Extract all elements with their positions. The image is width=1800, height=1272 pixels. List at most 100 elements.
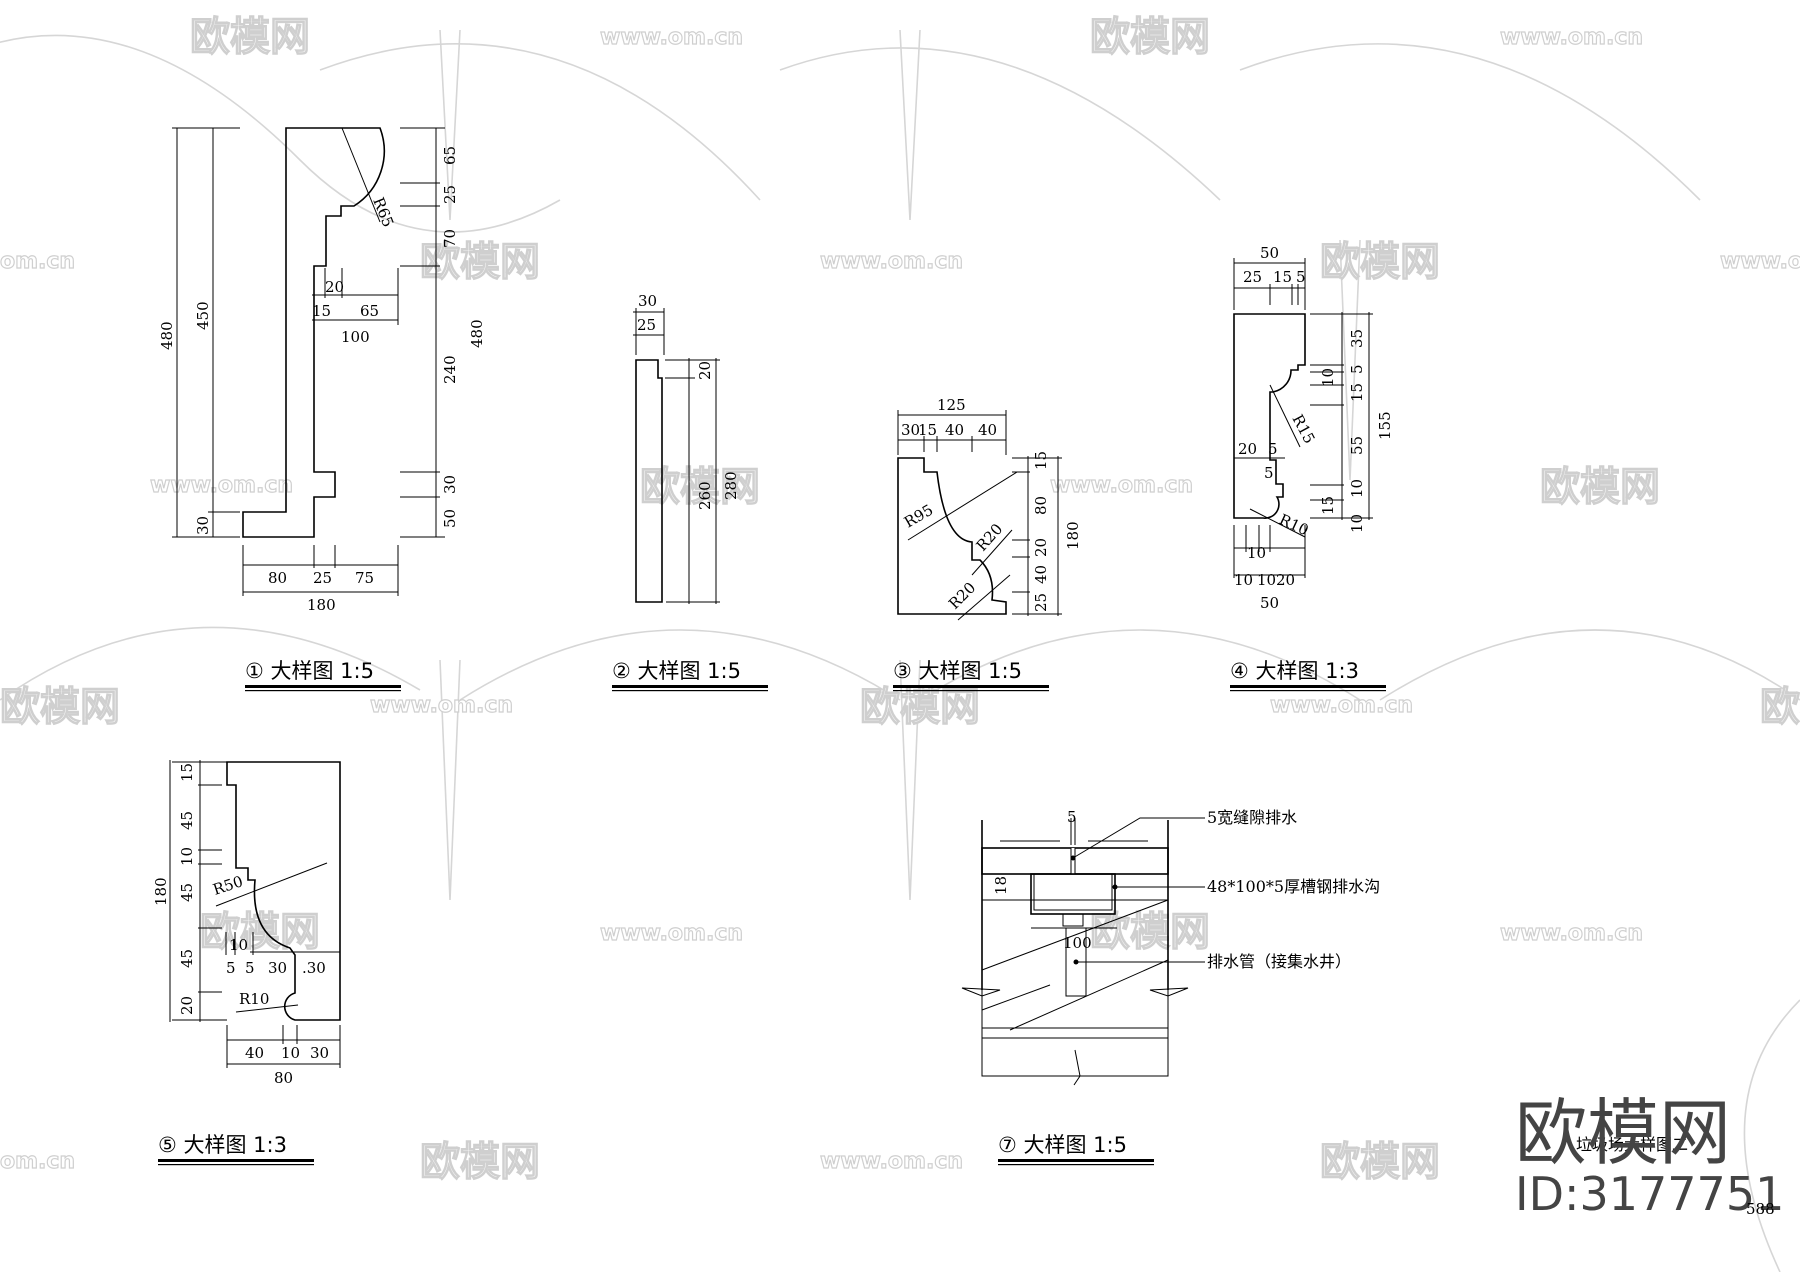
svg-text:10: 10 bbox=[178, 847, 196, 866]
svg-text:R95: R95 bbox=[901, 501, 936, 532]
svg-text:45: 45 bbox=[178, 883, 196, 902]
svg-text:20: 20 bbox=[696, 361, 714, 380]
svg-text:25: 25 bbox=[313, 569, 332, 587]
svg-text:5: 5 bbox=[1264, 464, 1274, 482]
svg-text:www.om.cn: www.om.cn bbox=[820, 1149, 963, 1174]
svg-text:25: 25 bbox=[1032, 593, 1050, 612]
svg-text:20: 20 bbox=[1238, 440, 1257, 458]
svg-text:100: 100 bbox=[1063, 934, 1092, 952]
svg-text:55: 55 bbox=[1348, 436, 1366, 455]
svg-text:10: 10 bbox=[1247, 544, 1266, 562]
detail-5: 15 45 10 45 45 20 180 R50 R10 10 5 5 30 … bbox=[152, 760, 341, 1166]
svg-text:45: 45 bbox=[178, 949, 196, 968]
detail-3-title: ③ 大样图 1:5 bbox=[893, 659, 1022, 683]
callout-drain-pipe: 排水管（接集水井） bbox=[1207, 952, 1351, 971]
detail-4: 50 25 15 5 35 5 10 15 55 10 15 10 155 R1… bbox=[1230, 244, 1394, 692]
svg-text:40: 40 bbox=[1032, 565, 1050, 584]
svg-text:www.om.cn: www.om.cn bbox=[820, 249, 963, 274]
detail-2: 30 25 20 260 280 ② 大样图 1:5 bbox=[612, 292, 768, 692]
svg-text:欧模网: 欧模网 bbox=[190, 14, 310, 60]
svg-text:20: 20 bbox=[1276, 571, 1295, 589]
faded-sheet-title: 垃圾场大样图二 bbox=[1576, 1135, 1688, 1154]
svg-text:R10: R10 bbox=[239, 990, 269, 1008]
svg-text:45: 45 bbox=[178, 811, 196, 830]
svg-text:15: 15 bbox=[1273, 268, 1292, 286]
svg-text:www.om.cn: www.om.cn bbox=[150, 473, 293, 498]
svg-text:www.om.cn: www.om.cn bbox=[600, 25, 743, 50]
svg-text:15: 15 bbox=[178, 763, 196, 782]
svg-text:www.om.cn: www.om.cn bbox=[600, 921, 743, 946]
svg-text:40: 40 bbox=[978, 421, 997, 439]
svg-text:180: 180 bbox=[307, 596, 336, 614]
svg-text:.30: .30 bbox=[302, 959, 326, 977]
svg-text:R20: R20 bbox=[973, 520, 1007, 555]
svg-text:欧模网: 欧模网 bbox=[1090, 14, 1210, 60]
svg-text:欧模网: 欧模网 bbox=[0, 684, 120, 730]
svg-text:25: 25 bbox=[1243, 268, 1262, 286]
svg-text:40: 40 bbox=[245, 1044, 264, 1062]
svg-text:80: 80 bbox=[1032, 496, 1050, 515]
svg-text:www.om.cn: www.om.cn bbox=[1050, 473, 1193, 498]
svg-text:480: 480 bbox=[468, 319, 486, 348]
svg-text:65: 65 bbox=[360, 302, 379, 320]
svg-text:R50: R50 bbox=[211, 872, 245, 899]
svg-text:10: 10 bbox=[1348, 514, 1366, 533]
svg-text:5: 5 bbox=[1268, 440, 1278, 458]
svg-text:欧模网: 欧模网 bbox=[640, 464, 760, 510]
svg-text:50: 50 bbox=[441, 509, 459, 528]
svg-text:5: 5 bbox=[245, 959, 255, 977]
svg-text:www.om.cn: www.om.cn bbox=[1270, 693, 1413, 718]
svg-text:100: 100 bbox=[341, 328, 370, 346]
detail-3: 125 30 15 40 40 15 80 20 40 25 180 R95 R… bbox=[893, 396, 1082, 692]
detail-1-title: ① 大样图 1:5 bbox=[245, 659, 374, 683]
svg-text:80: 80 bbox=[274, 1069, 293, 1087]
channel-steel bbox=[1030, 873, 1116, 915]
detail-1: 480 450 30 R65 65 25 70 240 30 50 480 20… bbox=[158, 127, 486, 692]
callout-channel-steel: 48*100*5厚槽钢排水沟 bbox=[1207, 877, 1380, 896]
svg-text:180: 180 bbox=[152, 877, 170, 906]
svg-text:R20: R20 bbox=[945, 579, 979, 613]
svg-text:20: 20 bbox=[325, 278, 344, 296]
svg-text:50: 50 bbox=[1260, 594, 1279, 612]
svg-text:欧模网: 欧模网 bbox=[1320, 1139, 1440, 1185]
svg-text:25: 25 bbox=[637, 316, 656, 334]
svg-text:70: 70 bbox=[441, 229, 459, 248]
watermark-arcs bbox=[0, 29, 1800, 1272]
svg-text:80: 80 bbox=[268, 569, 287, 587]
svg-text:欧模网: 欧模网 bbox=[1320, 239, 1440, 285]
detail-7: 5 18 100 5宽缝隙排水 48*100*5厚槽钢排水沟 排水管（接集水井）… bbox=[961, 808, 1380, 1166]
profile-5 bbox=[226, 761, 341, 1021]
svg-text:R65: R65 bbox=[369, 195, 397, 230]
svg-text:75: 75 bbox=[355, 569, 374, 587]
svg-text:260: 260 bbox=[696, 481, 714, 510]
svg-text:280: 280 bbox=[722, 471, 740, 500]
svg-text:www.om.cn: www.om.cn bbox=[1500, 25, 1643, 50]
profile-3 bbox=[897, 457, 1007, 615]
svg-text:15: 15 bbox=[1032, 451, 1050, 470]
svg-text:欧模网: 欧模网 bbox=[1760, 684, 1800, 730]
svg-text:40: 40 bbox=[945, 421, 964, 439]
svg-text:20: 20 bbox=[178, 996, 196, 1015]
svg-text:30: 30 bbox=[638, 292, 657, 310]
svg-text:om.cn: om.cn bbox=[0, 249, 75, 274]
svg-text:15: 15 bbox=[918, 421, 937, 439]
svg-text:30: 30 bbox=[441, 475, 459, 494]
profile-4 bbox=[1233, 313, 1306, 519]
svg-text:15: 15 bbox=[312, 302, 331, 320]
detail-4-title: ④ 大样图 1:3 bbox=[1230, 659, 1359, 683]
watermark-texts: 欧模网 www.om.cn 欧模网 www.om.cn om.cn 欧模网 ww… bbox=[0, 13, 1800, 1185]
svg-text:155: 155 bbox=[1376, 411, 1394, 440]
svg-text:65: 65 bbox=[441, 146, 459, 165]
svg-text:om.cn: om.cn bbox=[0, 1149, 75, 1174]
svg-text:欧模网: 欧模网 bbox=[200, 909, 320, 955]
svg-text:5: 5 bbox=[1067, 808, 1077, 826]
svg-text:10: 10 bbox=[281, 1044, 300, 1062]
svg-text:欧模网: 欧模网 bbox=[420, 1139, 540, 1185]
svg-text:欧模网: 欧模网 bbox=[1090, 909, 1210, 955]
detail-5-title: ⑤ 大样图 1:3 bbox=[158, 1133, 287, 1157]
svg-text:R10: R10 bbox=[1276, 510, 1311, 539]
page-number: 588 bbox=[1746, 1200, 1775, 1218]
svg-text:20: 20 bbox=[1032, 538, 1050, 557]
svg-text:5: 5 bbox=[226, 959, 236, 977]
